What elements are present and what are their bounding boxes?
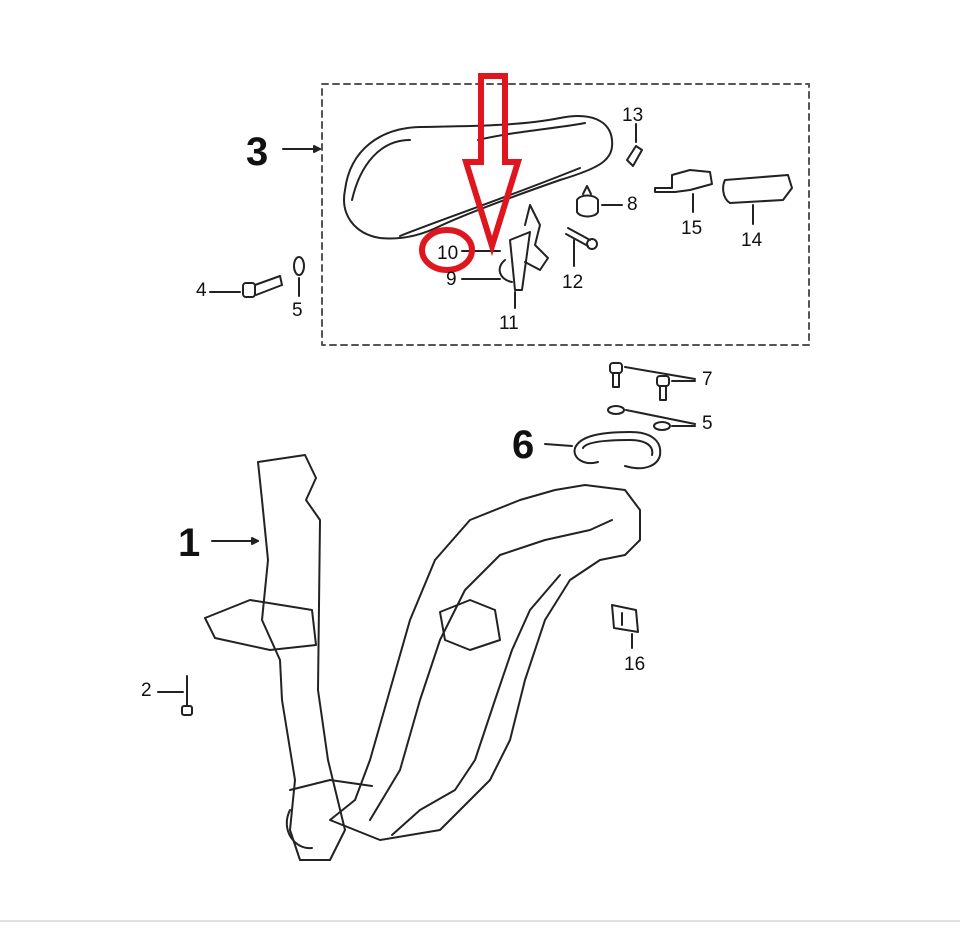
callout-14: 14	[741, 230, 763, 251]
frame-1	[204, 454, 641, 861]
washer-5b	[607, 405, 625, 415]
part-14	[722, 174, 793, 204]
seat-part	[343, 115, 614, 240]
callout-16: 16	[624, 654, 646, 675]
callout-15: 15	[681, 218, 703, 239]
highlight-circle	[419, 227, 475, 273]
seat-group-box	[321, 83, 810, 346]
part-15	[654, 169, 713, 193]
callout-5a: 5	[292, 300, 303, 321]
grab-handle-6	[573, 431, 662, 470]
washer-5a	[293, 256, 305, 276]
callout-5b: 5	[702, 413, 713, 434]
callout-9: 9	[446, 269, 457, 290]
bolt-2	[181, 675, 193, 716]
callout-10: 10	[437, 243, 459, 264]
callout-3: 3	[246, 130, 269, 174]
highlight-annotation	[419, 73, 523, 273]
washer-5c	[653, 421, 671, 431]
callout-6: 6	[512, 423, 535, 467]
part-13	[626, 145, 643, 167]
callout-7: 7	[702, 369, 713, 390]
bolts-7	[609, 362, 670, 401]
callout-8: 8	[627, 194, 638, 215]
bumper-8	[576, 185, 599, 218]
callout-2: 2	[141, 680, 152, 701]
callout-4: 4	[196, 280, 207, 301]
screw-12	[565, 227, 598, 250]
bolt-4	[242, 275, 283, 298]
callout-12: 12	[562, 272, 584, 293]
seat-latch	[498, 204, 549, 291]
red-arrow-icon	[461, 73, 523, 257]
callout-11: 11	[499, 313, 519, 334]
bracket-16	[611, 604, 639, 633]
callout-1: 1	[178, 521, 201, 565]
callout-13: 13	[622, 105, 644, 126]
bottom-divider	[0, 920, 960, 922]
